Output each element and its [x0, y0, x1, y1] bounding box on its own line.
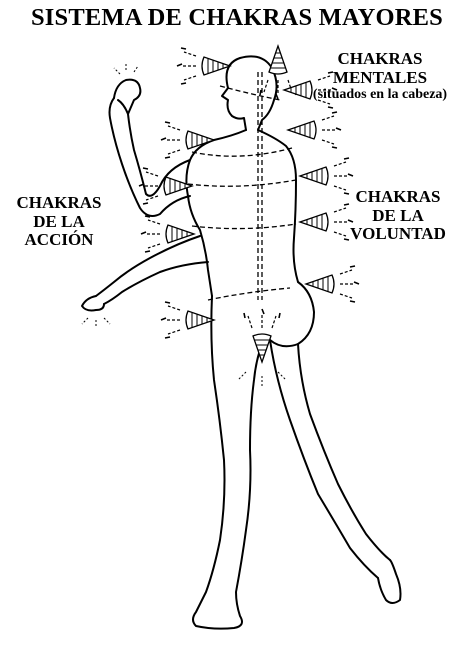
- chakra-throat: [160, 121, 215, 159]
- head-outline: [225, 55, 278, 131]
- chakra-solar: [140, 215, 195, 253]
- raised-hand: [113, 78, 142, 115]
- front-leg: [192, 295, 263, 630]
- label-line: (situados en la cabeza): [312, 87, 448, 103]
- label-line: CHAKRAS: [16, 193, 102, 212]
- band-1: [191, 147, 293, 157]
- chakra-sacral: [160, 301, 215, 339]
- label-chakras-accion: CHAKRAS DE LA ACCIÓN: [4, 193, 114, 250]
- band-2: [187, 179, 297, 187]
- label-line: DE LA: [372, 205, 424, 225]
- label-chakras-mentales: CHAKRAS MENTALES (situados en la cabeza): [300, 49, 460, 103]
- back-foot: [377, 559, 402, 604]
- chakra-root: [244, 309, 280, 362]
- chakra-spleen-back: [306, 266, 359, 302]
- chakra-heart-back: [300, 158, 353, 194]
- label-line: CHAKRAS: [337, 49, 423, 68]
- chakra-throat-back: [288, 112, 341, 148]
- chakra-head-right: [284, 72, 337, 108]
- band-4: [207, 287, 291, 301]
- back-leg: [269, 339, 379, 579]
- lower-arm: [95, 235, 201, 297]
- chakra-forehead: [176, 47, 231, 85]
- label-line: MENTALES: [332, 67, 428, 87]
- diagram-title: SISTEMA DE CHAKRAS MAYORES: [30, 4, 444, 31]
- label-line: ACCIÓN: [24, 230, 94, 250]
- lower-hand: [81, 295, 105, 312]
- raised-arm: [117, 99, 191, 197]
- label-line: CHAKRAS: [355, 187, 441, 206]
- label-chakras-voluntad: CHAKRAS DE LA VOLUNTAD: [338, 187, 458, 244]
- label-line: VOLUNTAD: [350, 224, 446, 244]
- buttocks: [269, 281, 315, 348]
- band-3: [191, 223, 297, 230]
- chakra-solar-back: [300, 204, 353, 240]
- torso-outline: [185, 129, 247, 297]
- head-band: [219, 85, 281, 101]
- label-line: DE LA: [33, 211, 85, 231]
